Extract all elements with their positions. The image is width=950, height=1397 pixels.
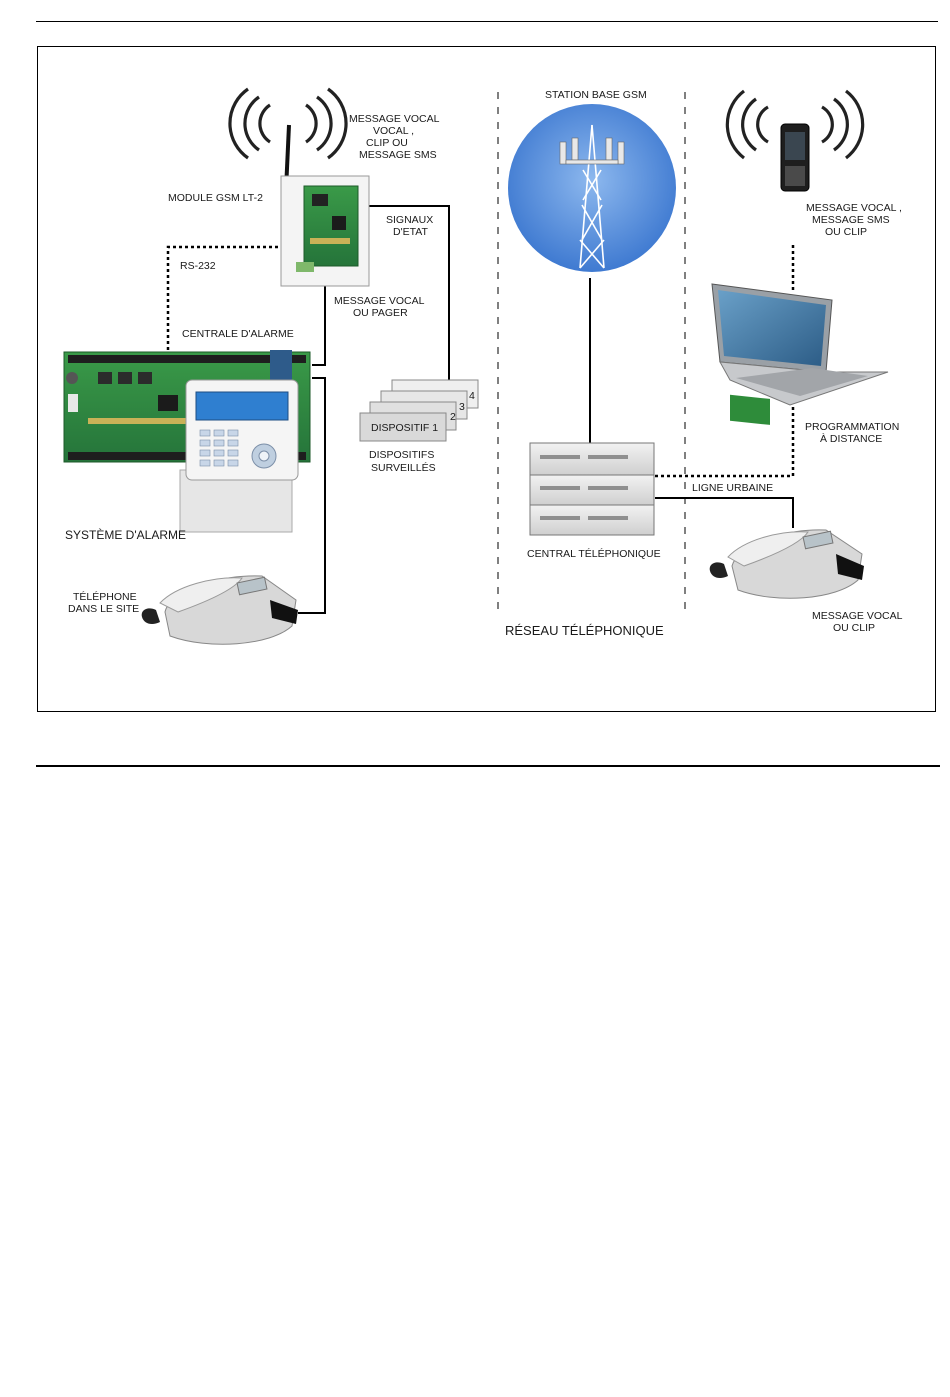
label-disp-num-4: 4 xyxy=(469,390,475,402)
laptop-icon xyxy=(711,283,889,425)
label-signaux-2: D'ETAT xyxy=(393,226,428,238)
bottom-rule xyxy=(36,765,940,767)
label-programmation-1: PROGRAMMATION xyxy=(805,421,899,433)
label-msg-pager-1: MESSAGE VOCAL xyxy=(334,295,425,307)
label-dispositif-1: DISPOSITIF 1 xyxy=(371,422,438,434)
pager-link xyxy=(312,270,326,366)
label-msg-vocal-top-4: MESSAGE SMS xyxy=(359,149,437,161)
top-rule xyxy=(36,21,938,22)
label-telephone-site-1: TÉLÉPHONE xyxy=(73,590,137,603)
label-phone-msg-2: OU CLIP xyxy=(833,622,875,634)
gsm-module-icon xyxy=(280,124,370,287)
cell-tower-icon xyxy=(508,104,676,272)
label-centrale: CENTRALE D'ALARME xyxy=(182,328,294,340)
label-ligne-urbaine: LIGNE URBAINE xyxy=(692,482,773,494)
label-signaux-1: SIGNAUX xyxy=(386,214,433,226)
monitored-devices-stack xyxy=(359,379,479,442)
label-module-gsm: MODULE GSM LT-2 xyxy=(168,192,263,204)
label-rs232: RS-232 xyxy=(180,260,216,272)
mobile-phone-icon xyxy=(780,123,810,192)
label-telephone-site-2: DANS LE SITE xyxy=(68,603,139,615)
label-reseau: RÉSEAU TÉLÉPHONIQUE xyxy=(505,623,664,638)
urban-line-link xyxy=(655,497,794,528)
pbx-rack-icon xyxy=(529,442,655,536)
label-dispositifs-1: DISPOSITIFS xyxy=(369,449,434,461)
label-mobile-msg-2: MESSAGE SMS xyxy=(812,214,890,226)
label-station-gsm: STATION BASE GSM xyxy=(545,89,647,101)
keypad-icon xyxy=(179,379,299,533)
label-msg-pager-2: OU PAGER xyxy=(353,307,408,319)
rs232-link xyxy=(166,245,278,356)
label-central-tel: CENTRAL TÉLÉPHONIQUE xyxy=(527,547,661,560)
label-systeme: SYSTÈME D'ALARME xyxy=(65,527,186,542)
label-mobile-msg-1: MESSAGE VOCAL , xyxy=(806,202,902,214)
label-msg-vocal-top-3: CLIP OU xyxy=(366,137,408,149)
label-dispositifs-2: SURVEILLÉS xyxy=(371,461,436,474)
desk-phone-icon xyxy=(141,575,298,645)
label-msg-vocal-top-2: VOCAL , xyxy=(373,125,414,137)
status-signal-link xyxy=(368,205,450,380)
label-programmation-2: À DISTANCE xyxy=(820,432,882,445)
radio-waves-icon xyxy=(228,87,348,160)
site-phone-link xyxy=(298,377,326,614)
label-disp-num-2: 2 xyxy=(450,411,456,423)
label-msg-vocal-top-1: MESSAGE VOCAL xyxy=(349,113,440,125)
label-mobile-msg-3: OU CLIP xyxy=(825,226,867,238)
radio-waves-icon-right xyxy=(725,89,865,160)
label-disp-num-3: 3 xyxy=(459,401,465,413)
diagram-frame xyxy=(37,46,936,712)
desk-phone-icon-right xyxy=(709,529,864,599)
label-phone-msg-1: MESSAGE VOCAL xyxy=(812,610,903,622)
laptop-pbx-link xyxy=(655,395,795,478)
